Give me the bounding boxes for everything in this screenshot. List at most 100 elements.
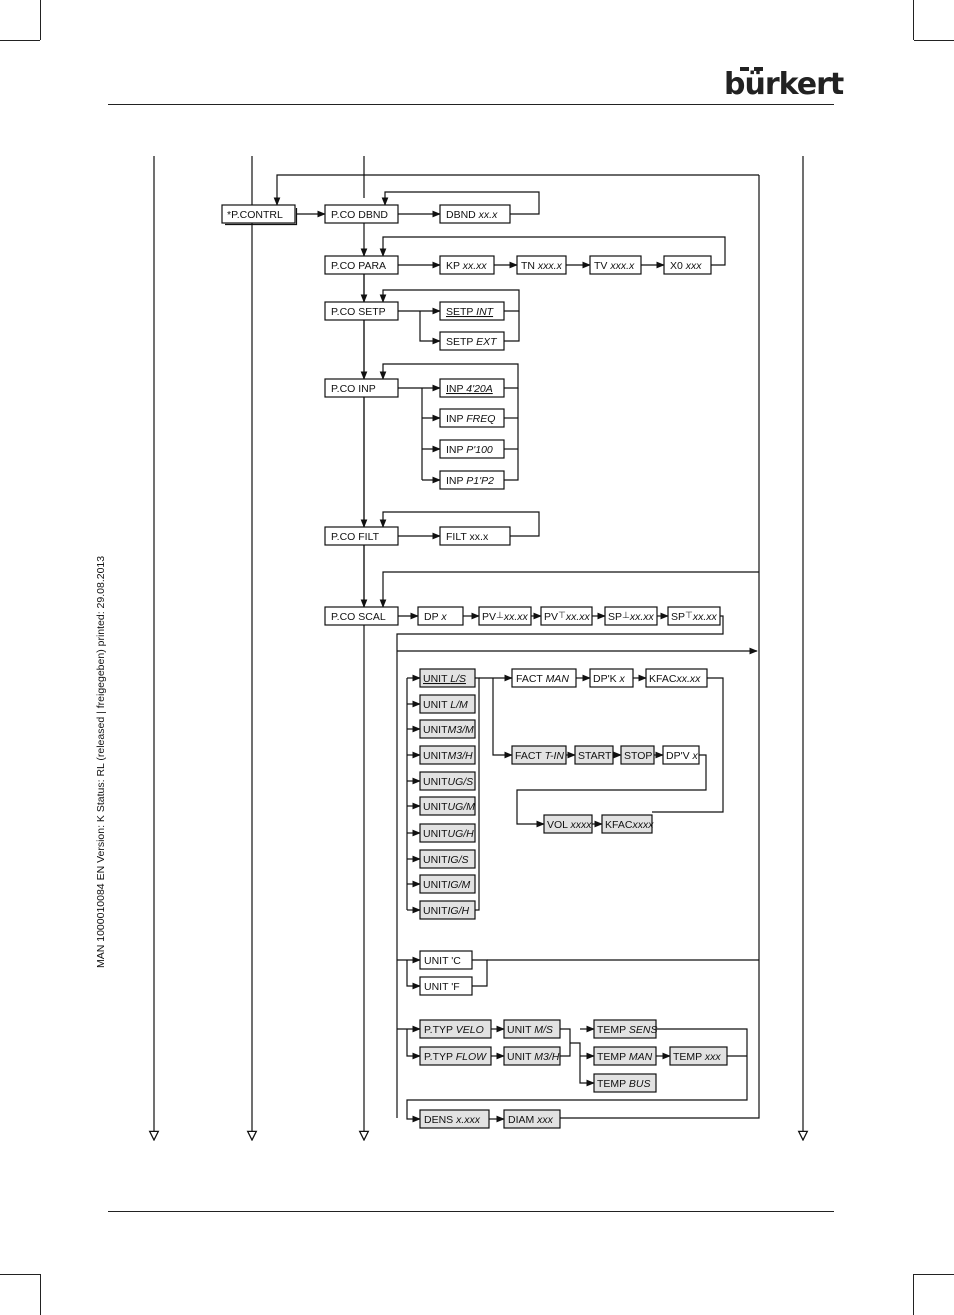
setp-int-box-text: INT <box>476 306 495 318</box>
connector-line <box>652 677 724 813</box>
unit-flow-10-box[interactable]: UNITIG/H <box>419 900 476 920</box>
ptyp-flow-box-text: FLOW <box>456 1051 487 1063</box>
temp-sens-box[interactable]: TEMP SENS <box>593 1019 658 1039</box>
x0-box[interactable]: X0 xxx <box>663 255 712 275</box>
inp-p100-box-label: INP P'100 <box>446 444 493 456</box>
temp-bus-box[interactable]: TEMP BUS <box>593 1073 657 1093</box>
kfac2-box[interactable]: KFACxxxx <box>601 814 654 834</box>
start-box-label: START <box>578 750 612 762</box>
tn-box-label: TN xxx.x <box>521 260 563 272</box>
dpk-box[interactable]: DP'K x <box>589 668 634 688</box>
pv-high-box-label: PV⊤xx.xx <box>544 610 591 623</box>
para-box[interactable]: P.CO PARA <box>324 255 399 275</box>
scal-box-text: P.CO SCAL <box>331 611 386 623</box>
unit-flow-3-box[interactable]: UNITM3/M <box>419 719 476 739</box>
fact-tin-box-text: T-IN <box>545 750 565 762</box>
fact-tin-box-text: FACT <box>515 750 545 762</box>
filt-box-text: P.CO FILT <box>331 531 380 543</box>
unit-flow-5-box[interactable]: UNITUG/S <box>419 771 476 791</box>
return-loop-line <box>560 175 760 1119</box>
temp-xxx-box[interactable]: TEMP xxx <box>669 1046 728 1066</box>
dpv-box[interactable]: DP'V x <box>662 745 700 765</box>
tn-box[interactable]: TN xxx.x <box>516 255 567 275</box>
sp-low-box[interactable]: SP⊥xx.xx <box>604 606 658 626</box>
inp-box-frame <box>324 378 399 398</box>
kp-box[interactable]: KP xx.xx <box>439 255 495 275</box>
tv-box[interactable]: TV xxx.x <box>589 255 642 275</box>
connector-line <box>504 388 519 481</box>
start-box-frame <box>574 745 614 765</box>
connector-line <box>504 311 520 342</box>
fact-man-box[interactable]: FACT MAN <box>511 668 577 688</box>
unit-ms-box[interactable]: UNIT M/S <box>503 1019 561 1039</box>
dens-box[interactable]: DENS x.xxx <box>419 1109 490 1129</box>
unit-flow-7-box[interactable]: UNITUG/H <box>419 823 476 843</box>
filt-box-frame <box>324 526 399 546</box>
unit-flow-5-box-text: UG/S <box>448 776 474 788</box>
kfac1-box[interactable]: KFACxx.xx <box>645 668 708 688</box>
burkert-logo: bürkert <box>724 66 844 104</box>
dbnd-box[interactable]: P.CO DBND <box>324 204 399 224</box>
temp-man-box-label: TEMP MAN <box>597 1051 653 1063</box>
vol-box[interactable]: VOL xxxx <box>543 814 593 834</box>
inp-box[interactable]: P.CO INP <box>324 378 399 398</box>
inp-p1p2-box[interactable]: INP P1'P2 <box>439 470 505 490</box>
filt-value-box[interactable]: FILT xx.x <box>439 526 511 546</box>
unit-c-box[interactable]: UNIT 'C <box>419 950 473 970</box>
connector-line <box>570 1042 595 1087</box>
setp-box[interactable]: P.CO SETP <box>324 301 399 321</box>
filt-box-label: P.CO FILT <box>331 531 380 543</box>
pv-high-box-text: xx.xx <box>565 611 591 623</box>
unit-f-box[interactable]: UNIT 'F <box>419 976 473 996</box>
unit-flow-6-box[interactable]: UNITUG/M <box>419 796 476 816</box>
start-box-text: START <box>578 750 612 762</box>
ptyp-flow-box-frame <box>419 1046 492 1066</box>
kfac2-box-label: KFACxxxx <box>605 819 654 831</box>
x0-box-frame <box>663 255 712 275</box>
dp-box[interactable]: DP x <box>417 606 464 626</box>
unit-flow-8-box-text: IG/S <box>448 854 469 866</box>
pcontrl-box[interactable]: *P.CONTRL <box>221 204 298 226</box>
inp-p100-box[interactable]: INP P'100 <box>439 439 505 459</box>
diam-box[interactable]: DIAM xxx <box>503 1109 561 1129</box>
dpv-box-text: DP'V <box>666 750 693 762</box>
stop-box[interactable]: STOP <box>620 745 655 765</box>
sp-low-box-label: SP⊥xx.xx <box>608 610 655 623</box>
inp-freq-box[interactable]: INP FREQ <box>439 408 505 428</box>
fact-tin-box-label: FACT T-IN <box>515 750 564 762</box>
unit-flow-1-box[interactable]: UNIT L/S <box>419 668 476 688</box>
unit-flow-9-box[interactable]: UNITIG/M <box>419 874 476 894</box>
unit-flow-4-box[interactable]: UNITM3/H <box>419 745 476 765</box>
filt-box[interactable]: P.CO FILT <box>324 526 399 546</box>
temp-bus-box-label: TEMP BUS <box>597 1078 651 1090</box>
setp-ext-box[interactable]: SETP EXT <box>439 331 505 351</box>
unit-flow-2-box[interactable]: UNIT L/M <box>419 694 476 714</box>
sp-high-box[interactable]: SP⊤xx.xx <box>667 606 721 626</box>
unit-m3h-box[interactable]: UNIT M3/H <box>503 1046 561 1066</box>
logo-bar <box>740 67 749 71</box>
ptyp-velo-box[interactable]: P.TYP VELO <box>419 1019 492 1039</box>
setp-int-box[interactable]: SETP INT <box>439 301 505 321</box>
inp-p1p2-box-text: P1'P2 <box>466 475 494 487</box>
pv-low-box-text: PV <box>482 611 496 623</box>
tn-box-text: TN <box>521 260 538 272</box>
unit-flow-8-box[interactable]: UNITIG/S <box>419 849 476 869</box>
diam-box-text: DIAM <box>508 1114 537 1126</box>
fact-tin-box[interactable]: FACT T-IN <box>511 745 567 765</box>
inp-420a-box[interactable]: INP 4'20A <box>439 378 505 398</box>
pv-low-box-label: PV⊥xx.xx <box>482 610 529 623</box>
inp-freq-box-text: FREQ <box>466 413 495 425</box>
fact-tin-box-frame <box>511 745 567 765</box>
unit-c-box-label: UNIT 'C <box>424 955 461 967</box>
pv-low-box[interactable]: PV⊥xx.xx <box>478 606 532 626</box>
start-box[interactable]: START <box>574 745 614 765</box>
scal-box[interactable]: P.CO SCAL <box>324 606 399 626</box>
dbnd-value-box[interactable]: DBND xx.x <box>439 204 511 224</box>
temp-man-box[interactable]: TEMP MAN <box>593 1046 657 1066</box>
pv-high-box[interactable]: PV⊤xx.xx <box>540 606 593 626</box>
sp-high-box-text: ⊤ <box>685 610 693 620</box>
connector-lines <box>154 156 803 1140</box>
ptyp-flow-box[interactable]: P.TYP FLOW <box>419 1046 492 1066</box>
temp-sens-box-frame <box>593 1019 657 1039</box>
setp-box-text: P.CO SETP <box>331 306 386 318</box>
